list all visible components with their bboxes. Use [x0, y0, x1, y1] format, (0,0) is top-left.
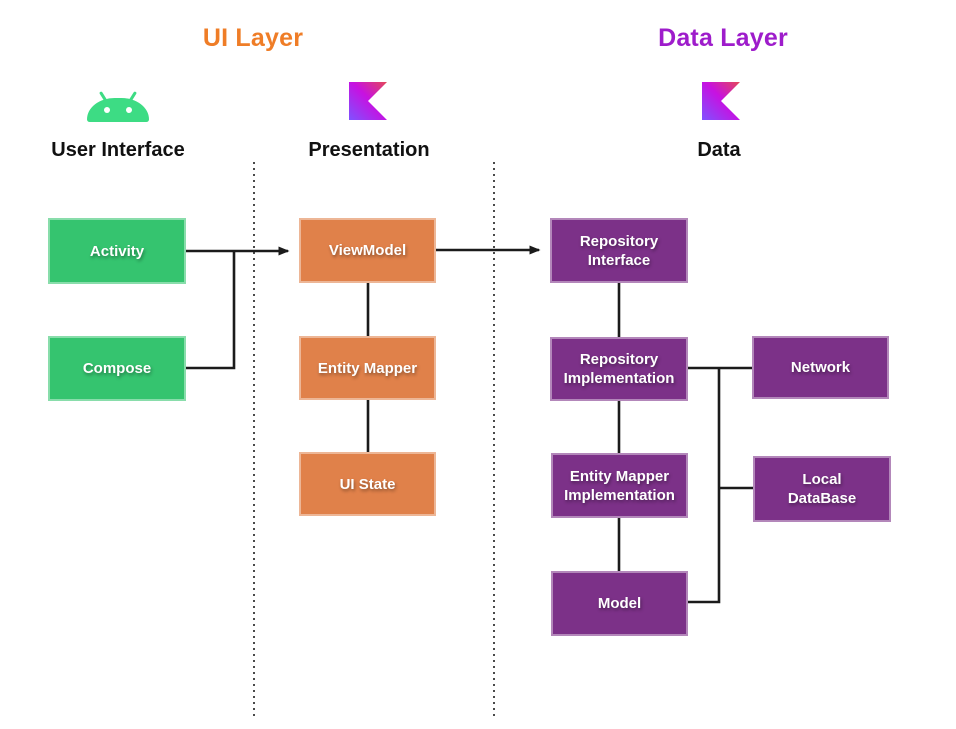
data-layer-title: Data Layer: [658, 24, 788, 52]
node-local-database: Local DataBase: [753, 456, 891, 522]
node-entity-mapper-implementation: Entity Mapper Implementation: [551, 453, 688, 518]
node-label: Repository Implementation: [563, 351, 675, 387]
node-repository-implementation: Repository Implementation: [550, 337, 688, 401]
node-viewmodel: ViewModel: [299, 218, 436, 283]
section-header-presentation: Presentation: [308, 139, 430, 161]
node-label: UI State: [339, 475, 396, 493]
node-ui-state: UI State: [299, 452, 436, 516]
node-label: Model: [597, 595, 642, 612]
android-icon: [86, 91, 150, 122]
section-header-data: Data: [697, 139, 741, 161]
node-label: Activity: [89, 242, 145, 260]
node-entity-mapper: Entity Mapper: [299, 336, 436, 400]
android-eye-left: [104, 107, 110, 113]
node-activity: Activity: [48, 218, 186, 284]
section-divider: [253, 162, 255, 720]
section-divider: [493, 162, 495, 720]
section-header-user-interface: User Interface: [51, 139, 185, 161]
android-eye-right: [126, 107, 132, 113]
kotlin-icon: [702, 82, 740, 120]
node-network: Network: [752, 336, 889, 399]
node-label: Entity Mapper: [317, 359, 418, 377]
android-head: [87, 98, 149, 122]
node-label: Network: [790, 359, 851, 376]
node-model: Model: [551, 571, 688, 636]
node-label: Local DataBase: [787, 471, 857, 507]
node-label: Repository Interface: [579, 232, 659, 269]
node-label: ViewModel: [328, 242, 407, 259]
node-label: Entity Mapper Implementation: [564, 467, 675, 504]
node-label: Compose: [82, 360, 152, 377]
node-compose: Compose: [48, 336, 186, 401]
ui-layer-title: UI Layer: [202, 24, 304, 52]
node-repository-interface: Repository Interface: [550, 218, 688, 283]
kotlin-icon: [349, 82, 387, 120]
